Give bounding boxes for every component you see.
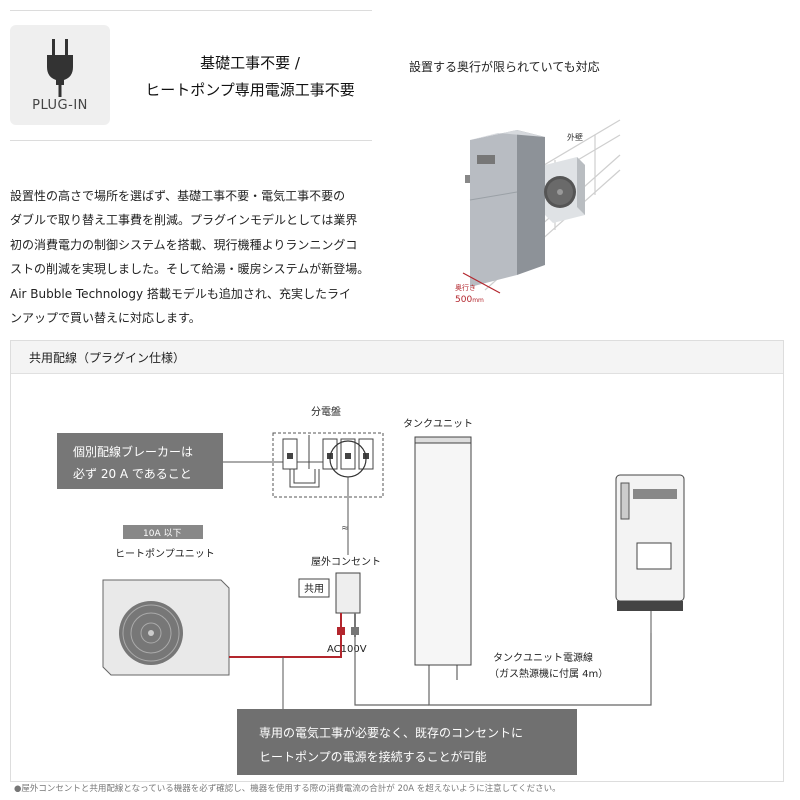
tank-unit-illustration	[465, 130, 545, 287]
tank-label: タンクユニット	[403, 418, 473, 430]
panel-label: 分電盤	[311, 405, 341, 418]
distribution-board	[272, 432, 384, 498]
outdoor-outlet	[335, 572, 361, 614]
description-line: Air Bubble Technology 搭載モデルも追加され、充実したライ	[10, 286, 352, 301]
wall-label: 外壁	[567, 132, 583, 142]
depth-value: 500mm	[455, 295, 484, 305]
description-line: ンアップで買い替えに対応します。	[10, 311, 201, 326]
shared-tag: 共用	[304, 583, 324, 595]
gas-heater-unit	[615, 474, 685, 633]
breaker-note-line-2: 必ず 20 A であること	[73, 467, 192, 481]
cable-label-line-1: タンクユニット電源線	[493, 651, 593, 664]
heat-pump-unit	[102, 579, 230, 676]
footnote: ●屋外コンセントと共用配線となっている機器を必ず確認し、機器を使用する際の消費電…	[14, 784, 561, 794]
breaker-note-line-1: 個別配線ブレーカーは	[73, 444, 193, 459]
panel-header: 共用配線（プラグイン仕様）	[11, 341, 783, 374]
description: 設置性の高さで場所を選ばず、基礎工事不要・電気工事不要の ダブルで取り替え工事費…	[10, 184, 380, 330]
tank-power-cable	[428, 633, 652, 706]
heat-pump-tag: 10A 以下	[143, 529, 181, 539]
breaker-note-box	[57, 433, 223, 489]
depth-label: 奥行き	[455, 283, 476, 292]
depth-dimension-line	[462, 272, 501, 294]
heat-pump-label: ヒートポンプユニット	[115, 548, 215, 560]
voltage-label: AC100V	[327, 644, 367, 655]
wiring-panel: 共用配線（プラグイン仕様） 個別配線ブレーカーは 必ず 20 A であること 分…	[10, 340, 784, 782]
plug-pair	[337, 613, 359, 637]
description-line: 設置性の高さで場所を選ばず、基礎工事不要・電気工事不要の	[10, 189, 346, 203]
benefit-box	[237, 709, 577, 775]
description-line: ストの削減を実現しました。そして給湯・暖房システムが新登場。	[10, 262, 370, 277]
heat-pump-illustration	[544, 157, 585, 223]
plug-in-badge: PLUG-IN	[10, 25, 110, 125]
break-mark: ≈	[341, 523, 349, 534]
wiring-diagram: 個別配線ブレーカーは 必ず 20 A であること 分電盤 ≈ 屋外コンセント 共…	[57, 405, 685, 775]
description-line: 初の消費電力の制御システムを搭載、現行機種よりランニングコ	[10, 237, 358, 252]
outlet-to-tank-line	[354, 637, 429, 706]
benefit-line-2: ヒートポンプの電源を接続することが可能	[259, 749, 487, 764]
headline-line-2: ヒートポンプ専用電源工事不要	[145, 81, 355, 99]
installation-caption: 設置する奥行が限られていても対応	[409, 60, 600, 74]
cable-label-line-2: （ガス熱源機に付属 4m）	[489, 667, 608, 680]
heat-pump-power-cable	[229, 637, 342, 658]
shared-tag-box	[298, 578, 330, 598]
badge-label: PLUG-IN	[32, 98, 88, 113]
benefit-line-1: 専用の電気工事が必要なく、既存のコンセントに	[259, 725, 523, 740]
installation-illustration: 外壁 奥行き 500mm	[455, 119, 621, 305]
panel-title: 共用配線（プラグイン仕様）	[29, 351, 186, 365]
plug-icon	[47, 39, 73, 97]
headline-line-1: 基礎工事不要 /	[200, 54, 300, 72]
top-rule	[10, 10, 372, 11]
header-rule	[10, 140, 372, 141]
tank-unit	[414, 436, 472, 680]
heat-pump-tag-box	[123, 525, 203, 539]
outlet-label: 屋外コンセント	[311, 556, 381, 568]
description-line: ダブルで取り替え工事費を削減。プラグインモデルとしては業界	[10, 213, 358, 228]
